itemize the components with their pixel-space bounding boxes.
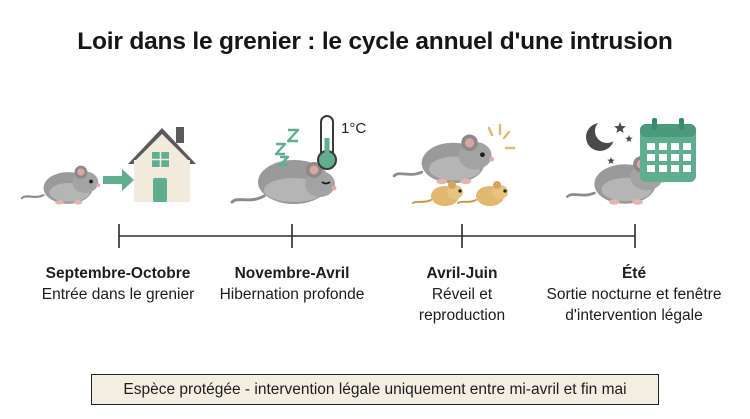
stage-period: Été: [621, 265, 647, 282]
thermometer-icon: [317, 115, 337, 170]
awake-rays-icon: [487, 123, 516, 150]
stage-description: Hibernation profonde: [219, 286, 365, 303]
arrow-icon: [103, 169, 134, 191]
stage-period: Novembre-Avril: [234, 265, 350, 282]
stage-april-june: Avril-Juin Réveil et reproduction: [392, 263, 532, 326]
stage-period: Avril-Juin: [426, 265, 498, 282]
protected-species-note: Espèce protégée - intervention légale un…: [91, 374, 659, 405]
stage-summer: Été Sortie nocturne et fenêtre d'interve…: [543, 263, 725, 326]
zzz-icon: [274, 128, 300, 167]
stage-description: Entrée dans le grenier: [41, 286, 195, 303]
stage-description: Réveil et reproduction: [418, 286, 506, 324]
calendar-icon: [640, 118, 696, 182]
temperature-label: 1°C: [341, 120, 367, 137]
mouse-with-young-icon: [392, 123, 516, 207]
house-icon: [128, 127, 196, 202]
stage-period: Septembre-Octobre: [45, 265, 191, 282]
page-title: Loir dans le grenier : le cycle annuel d…: [77, 28, 673, 55]
mouse-entering-house-icon: [20, 127, 196, 206]
stage-november-april: Novembre-Avril Hibernation profonde: [208, 263, 376, 305]
night-mouse-calendar-icon: [566, 118, 696, 207]
moon-icon: [586, 119, 619, 151]
sleeping-mouse-thermometer-icon: [230, 115, 337, 204]
star-icon: [607, 122, 633, 164]
stage-september-october: Septembre-Octobre Entrée dans le grenier: [28, 263, 208, 305]
stage-description: Sortie nocturne et fenêtre d'interventio…: [546, 286, 722, 324]
